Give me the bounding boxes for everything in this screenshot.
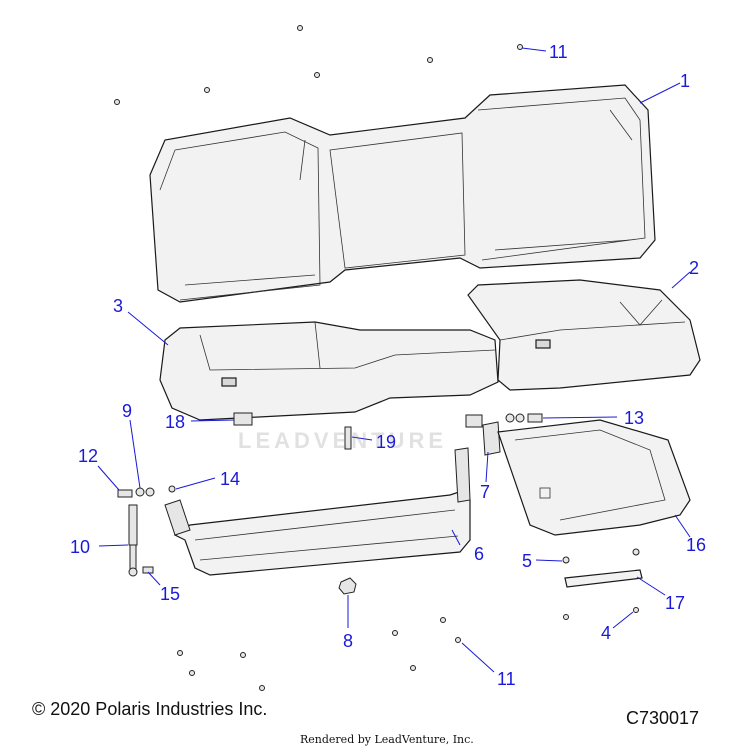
callout-5: 5 bbox=[522, 551, 533, 571]
copyright-text: © 2020 Polaris Industries Inc. bbox=[32, 699, 268, 719]
callout-11-top: 11 bbox=[549, 42, 568, 62]
stud-19 bbox=[344, 426, 352, 450]
seat-base-right bbox=[467, 279, 701, 391]
callout-10: 10 bbox=[70, 537, 91, 557]
callout-18: 18 bbox=[165, 412, 186, 432]
callout-1: 1 bbox=[680, 71, 691, 91]
callout-19: 19 bbox=[376, 432, 397, 452]
diagram-code: C730017 bbox=[626, 708, 700, 728]
callout-2: 2 bbox=[689, 258, 700, 278]
bolt-washer-set-left bbox=[117, 485, 176, 498]
callout-13: 13 bbox=[624, 408, 645, 428]
seat-back bbox=[149, 84, 656, 303]
bolt-washer-set-right bbox=[505, 413, 543, 423]
rendered-by-credit: Rendered by LeadVenture, Inc. bbox=[300, 733, 474, 746]
callout-12: 12 bbox=[78, 446, 99, 466]
callout-17: 17 bbox=[665, 593, 686, 613]
nut-8 bbox=[338, 577, 357, 595]
screws bbox=[114, 25, 640, 691]
hinge-bracket-left bbox=[233, 412, 253, 426]
seat-base-left bbox=[159, 321, 499, 421]
callout-7: 7 bbox=[480, 482, 491, 502]
callout-11-bottom: 11 bbox=[497, 669, 516, 689]
gas-strut bbox=[128, 504, 138, 577]
leader-lines bbox=[97, 47, 691, 673]
storage-tray bbox=[497, 419, 691, 536]
bolt-15 bbox=[142, 566, 154, 574]
callout-15: 15 bbox=[160, 584, 181, 604]
callout-3: 3 bbox=[113, 296, 124, 316]
callout-14: 14 bbox=[220, 469, 241, 489]
seat-frame bbox=[164, 447, 471, 576]
callout-6: 6 bbox=[474, 544, 485, 564]
callout-16: 16 bbox=[686, 535, 707, 555]
watermark-text: LEADVENTURE bbox=[238, 428, 448, 453]
callout-4: 4 bbox=[601, 623, 612, 643]
callout-9: 9 bbox=[122, 401, 133, 421]
callout-8: 8 bbox=[343, 631, 354, 651]
hinge-bracket-right bbox=[465, 414, 501, 456]
mounting-bracket-17 bbox=[564, 569, 643, 588]
